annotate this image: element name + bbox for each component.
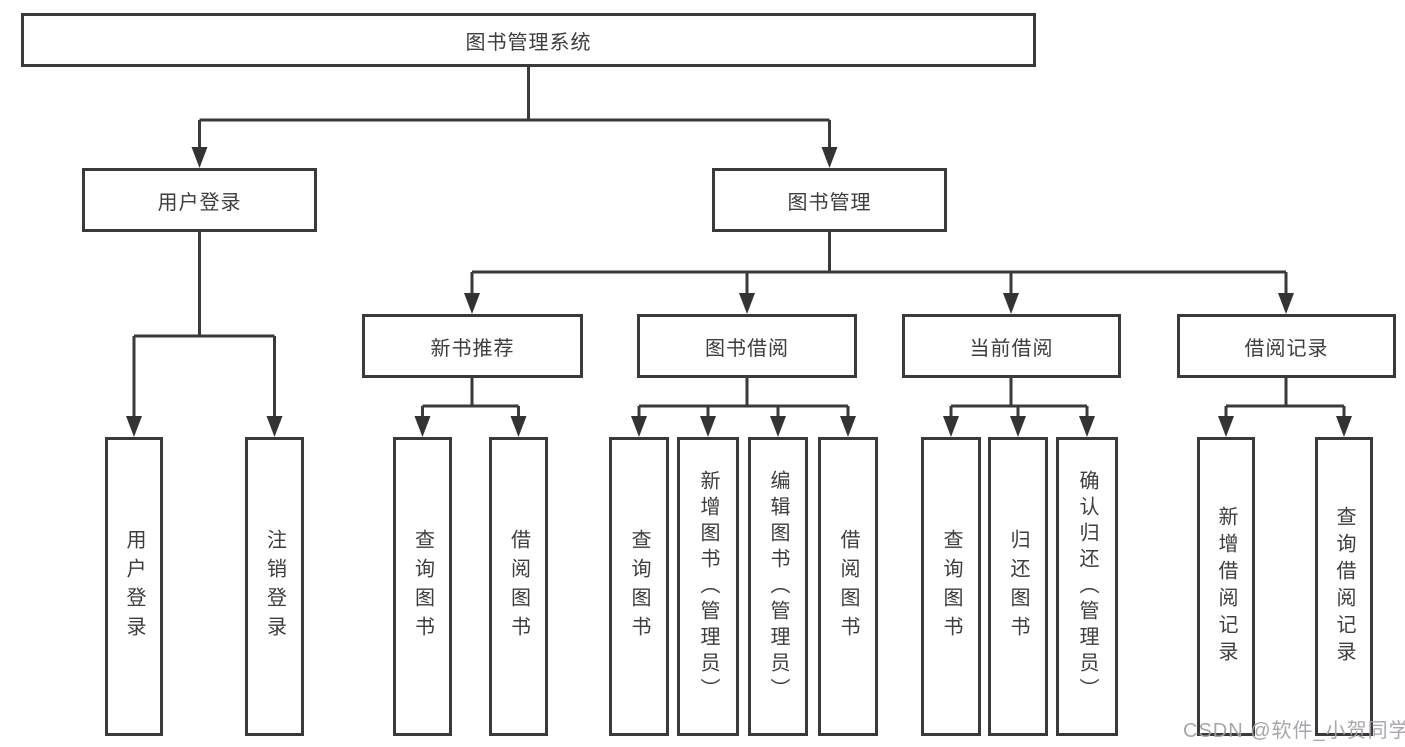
- leaf-label: 借阅图书: [837, 528, 859, 645]
- leaf-edit-book-admin: 编辑图书（管理员）: [748, 437, 808, 736]
- arrow-down-icon: [1010, 416, 1026, 437]
- leaf-user-login: 用户登录: [105, 437, 163, 736]
- arrow-down-icon: [943, 416, 959, 437]
- arrow-down-icon: [840, 416, 856, 437]
- leaf-label: 查询图书: [411, 528, 434, 645]
- leaf-add-borrow-record: 新增借阅记录: [1197, 437, 1255, 736]
- node-current-borrow: 当前借阅: [902, 314, 1121, 378]
- leaf-label: 归还图书: [1007, 528, 1029, 645]
- leaf-return-book: 归还图书: [988, 437, 1048, 736]
- arrow-down-icon: [631, 416, 647, 437]
- leaf-label: 注销登录: [263, 528, 286, 645]
- leaf-label: 编辑图书（管理员）: [767, 469, 789, 704]
- leaf-query-borrow-record: 查询借阅记录: [1315, 437, 1373, 736]
- node-label: 图书借阅: [705, 337, 789, 360]
- node-borrow-record: 借阅记录: [1177, 314, 1396, 378]
- arrow-down-icon: [414, 416, 431, 437]
- arrow-down-icon: [770, 416, 786, 437]
- leaf-label: 查询图书: [940, 528, 962, 645]
- arrow-down-icon: [191, 147, 208, 168]
- leaf-borrow-book-2: 借阅图书: [818, 437, 878, 736]
- arrow-down-icon: [700, 416, 716, 437]
- connector-book-borrow-children: [631, 378, 856, 437]
- node-book-borrow: 图书借阅: [637, 314, 857, 378]
- leaf-confirm-return-admin: 确认归还（管理员）: [1056, 437, 1118, 736]
- connector-user-login-children: [126, 232, 283, 437]
- leaf-query-book-2: 查询图书: [609, 437, 669, 736]
- connector-book-mgmt-to-level2: [464, 232, 1294, 314]
- leaf-borrow-book-1: 借阅图书: [489, 437, 548, 736]
- arrow-down-icon: [464, 293, 480, 314]
- arrow-down-icon: [739, 293, 755, 314]
- csdn-watermark: CSDN @软件_小贺同学: [1183, 720, 1405, 742]
- node-label: 图书管理系统: [465, 31, 592, 54]
- node-label: 用户登录: [157, 191, 242, 214]
- node-new-book-recommend: 新书推荐: [362, 314, 583, 378]
- arrow-down-icon: [1079, 416, 1095, 437]
- leaf-label: 查询图书: [628, 528, 650, 645]
- arrow-down-icon: [266, 416, 283, 437]
- leaf-label: 确认归还（管理员）: [1076, 469, 1098, 704]
- leaf-label: 新增图书（管理员）: [697, 469, 719, 704]
- connector-new-book-children: [414, 378, 527, 437]
- node-label: 新书推荐: [430, 337, 515, 360]
- arrow-down-icon: [510, 416, 527, 437]
- leaf-add-book-admin: 新增图书（管理员）: [677, 437, 739, 736]
- node-user-login: 用户登录: [82, 168, 317, 232]
- leaf-query-book-1: 查询图书: [393, 437, 452, 736]
- node-root-system: 图书管理系统: [21, 13, 1036, 67]
- arrow-down-icon: [1278, 293, 1294, 314]
- arrow-down-icon: [1218, 416, 1234, 437]
- leaf-query-book-3: 查询图书: [921, 437, 981, 736]
- arrow-down-icon: [821, 147, 838, 168]
- connector-current-borrow-children: [943, 378, 1095, 437]
- node-book-management: 图书管理: [712, 168, 947, 232]
- connector-borrow-record-children: [1218, 378, 1352, 437]
- arrow-down-icon: [126, 416, 142, 437]
- leaf-label: 借阅图书: [507, 528, 530, 645]
- node-label: 当前借阅: [969, 337, 1054, 360]
- leaf-logout: 注销登录: [245, 437, 304, 736]
- connector-root-to-level1: [191, 67, 838, 168]
- arrow-down-icon: [1336, 416, 1352, 437]
- node-label: 借阅记录: [1244, 337, 1329, 360]
- node-label: 图书管理: [787, 191, 872, 214]
- arrow-down-icon: [1003, 293, 1019, 314]
- leaf-label: 查询借阅记录: [1333, 505, 1355, 668]
- leaf-label: 新增借阅记录: [1215, 505, 1237, 668]
- leaf-label: 用户登录: [123, 528, 145, 645]
